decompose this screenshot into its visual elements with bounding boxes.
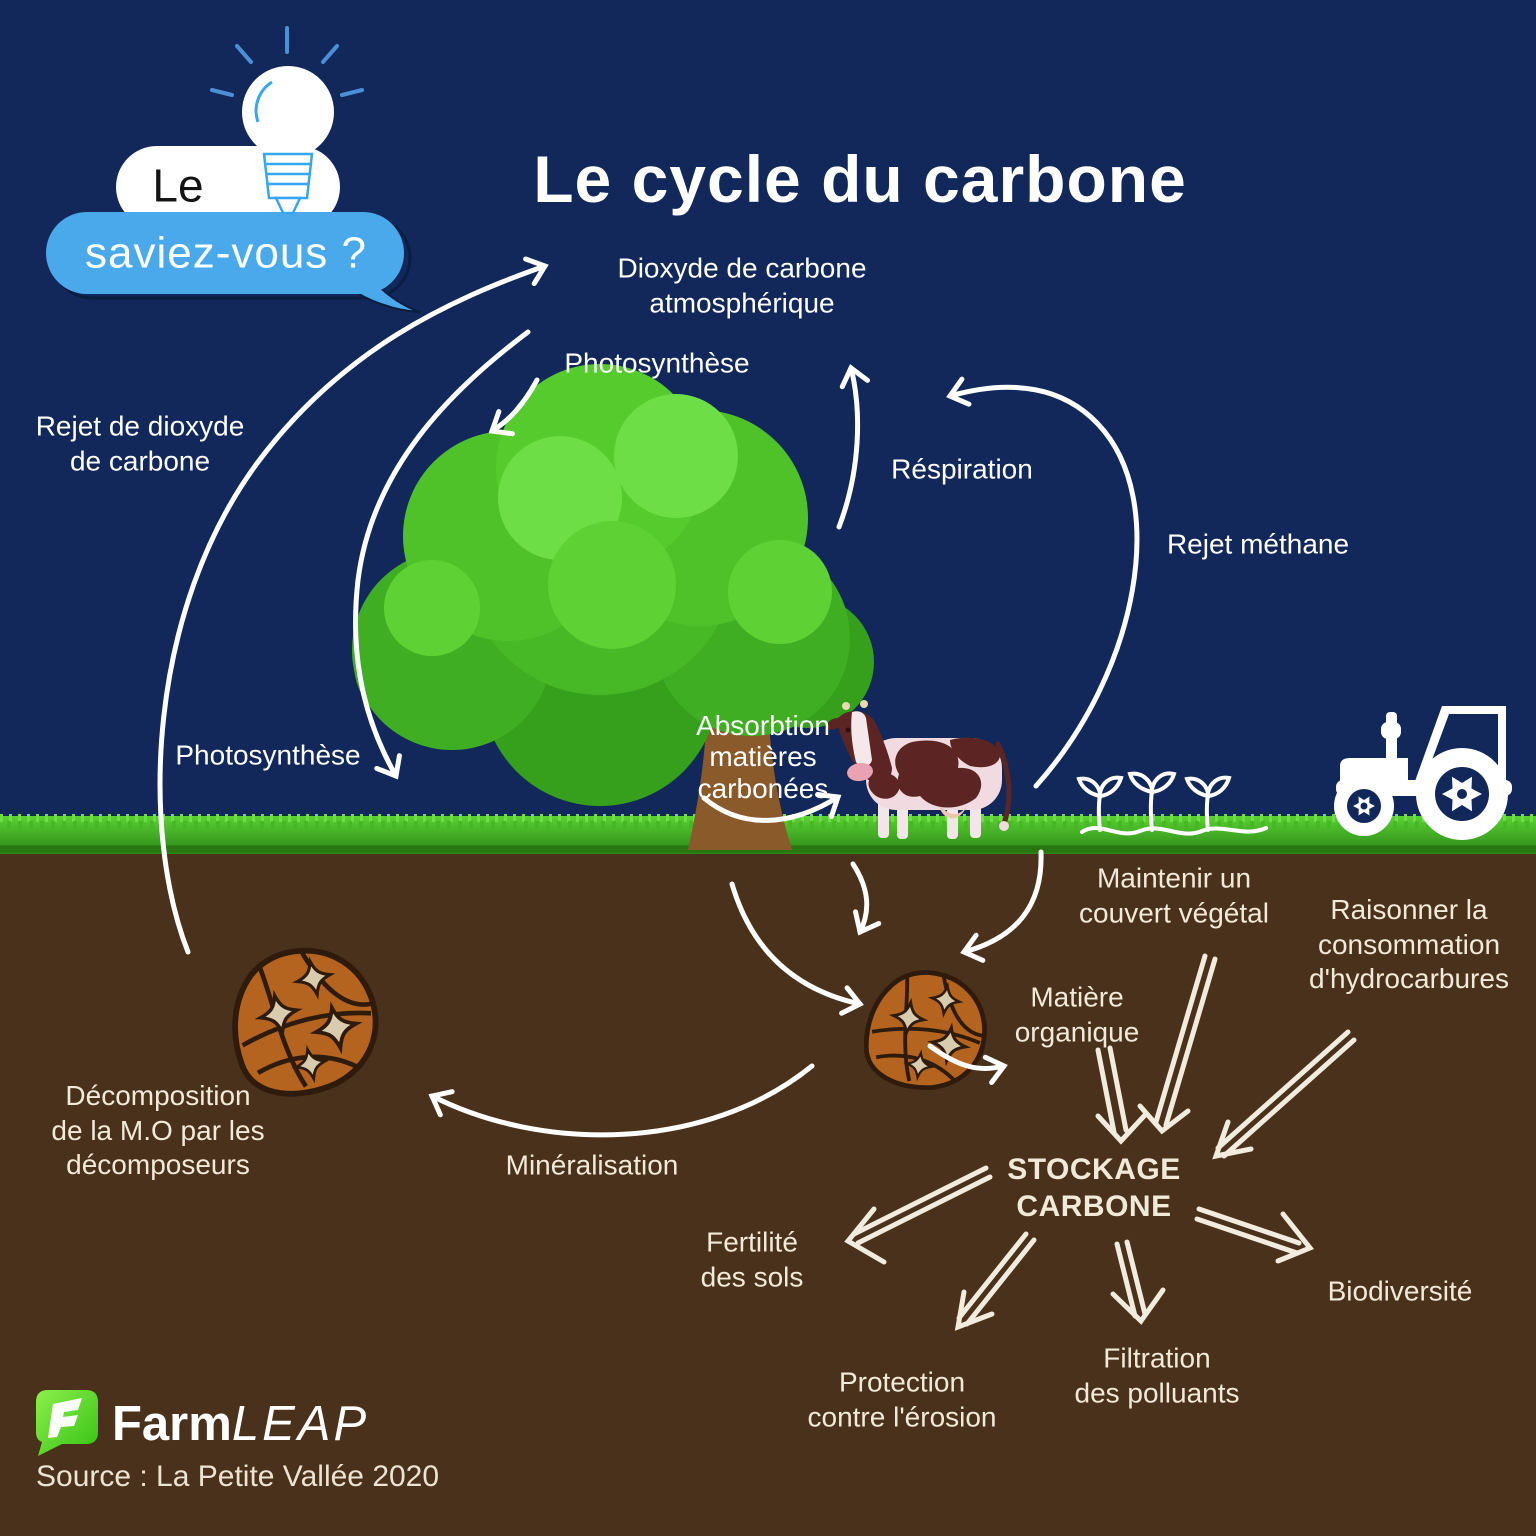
- arrow-storage-to-filtration: [1110, 1239, 1166, 1325]
- arrow-litter-right: [960, 849, 1044, 963]
- page-title: Le cycle du carbone: [533, 142, 1187, 217]
- label-co2-release: Rejet de dioxyde de carbone: [35, 410, 245, 476]
- label-co2-atmospheric: Dioxyde de carbone atmosphérique: [617, 252, 867, 318]
- cow-icon: [826, 700, 1012, 839]
- label-organic-matter: Matière organique: [1014, 981, 1140, 1047]
- label-fuel-use: Raisonner la consommation d'hydrocarbure…: [1309, 893, 1509, 995]
- label-carbon-storage: STOCKAGE CARBONE: [1007, 1152, 1181, 1223]
- source-credit: Source : La Petite Vallée 2020: [36, 1460, 440, 1493]
- brand-leap: LEAP: [231, 1397, 370, 1451]
- arrow-litter-left: [729, 881, 864, 1016]
- label-photosynthesis-left: Photosynthèse: [175, 739, 361, 771]
- arrow-respiration: [836, 364, 870, 530]
- label-absorption: Absorbtion matières carbonées: [696, 709, 830, 804]
- label-fertility: Fertilité des sols: [700, 1226, 804, 1292]
- arrow-storage-to-biodiversity: [1194, 1206, 1315, 1264]
- farmleap-logo-icon: [36, 1390, 98, 1456]
- label-erosion: Protection contre l'érosion: [807, 1366, 997, 1432]
- label-mineralisation: Minéralisation: [505, 1149, 679, 1181]
- tractor-icon: [1334, 706, 1512, 840]
- farmleap-wordmark: FarmLEAP: [112, 1396, 369, 1452]
- arrow-organic-matter: [927, 1043, 1008, 1085]
- arrow-organic-to-storage: [1095, 1045, 1148, 1145]
- label-methane: Rejet méthane: [1166, 528, 1350, 560]
- soil-background: [0, 850, 1536, 1536]
- label-decomposition: Décomposition de la M.O par les décompos…: [51, 1079, 265, 1181]
- label-biodiversity: Biodiversité: [1327, 1275, 1473, 1307]
- arrow-methane: [946, 376, 1140, 789]
- tree-icon: [352, 364, 874, 850]
- arrow-storage-to-erosion: [954, 1231, 1037, 1331]
- label-photosynthesis-top: Photosynthèse: [564, 347, 750, 379]
- arrow-cover-to-storage: [1137, 953, 1218, 1135]
- arrow-fuel-to-storage: [1212, 1029, 1357, 1160]
- arrow-mineralisation: [428, 1063, 815, 1138]
- arrow-litter-mid: [850, 861, 882, 936]
- arrow-storage-to-fertility: [844, 1165, 993, 1265]
- lightbulb-icon: [210, 26, 364, 215]
- label-filtration: Filtration des polluants: [1074, 1342, 1240, 1408]
- badge-le-label: Le: [152, 159, 204, 212]
- label-cover-crop: Maintenir un couvert végétal: [1079, 862, 1269, 928]
- sprouts-icon: [1076, 771, 1268, 836]
- arrow-absorption: [701, 792, 842, 823]
- badge-question-label: saviez-vous ?: [84, 228, 368, 278]
- arrow-photosynthesis-small: [488, 377, 540, 437]
- arrow-photosynthesis-main: [353, 329, 531, 780]
- arrow-co2-release: [157, 256, 549, 955]
- brand-farm: Farm: [112, 1397, 232, 1451]
- label-respiration: Réspiration: [891, 453, 1033, 485]
